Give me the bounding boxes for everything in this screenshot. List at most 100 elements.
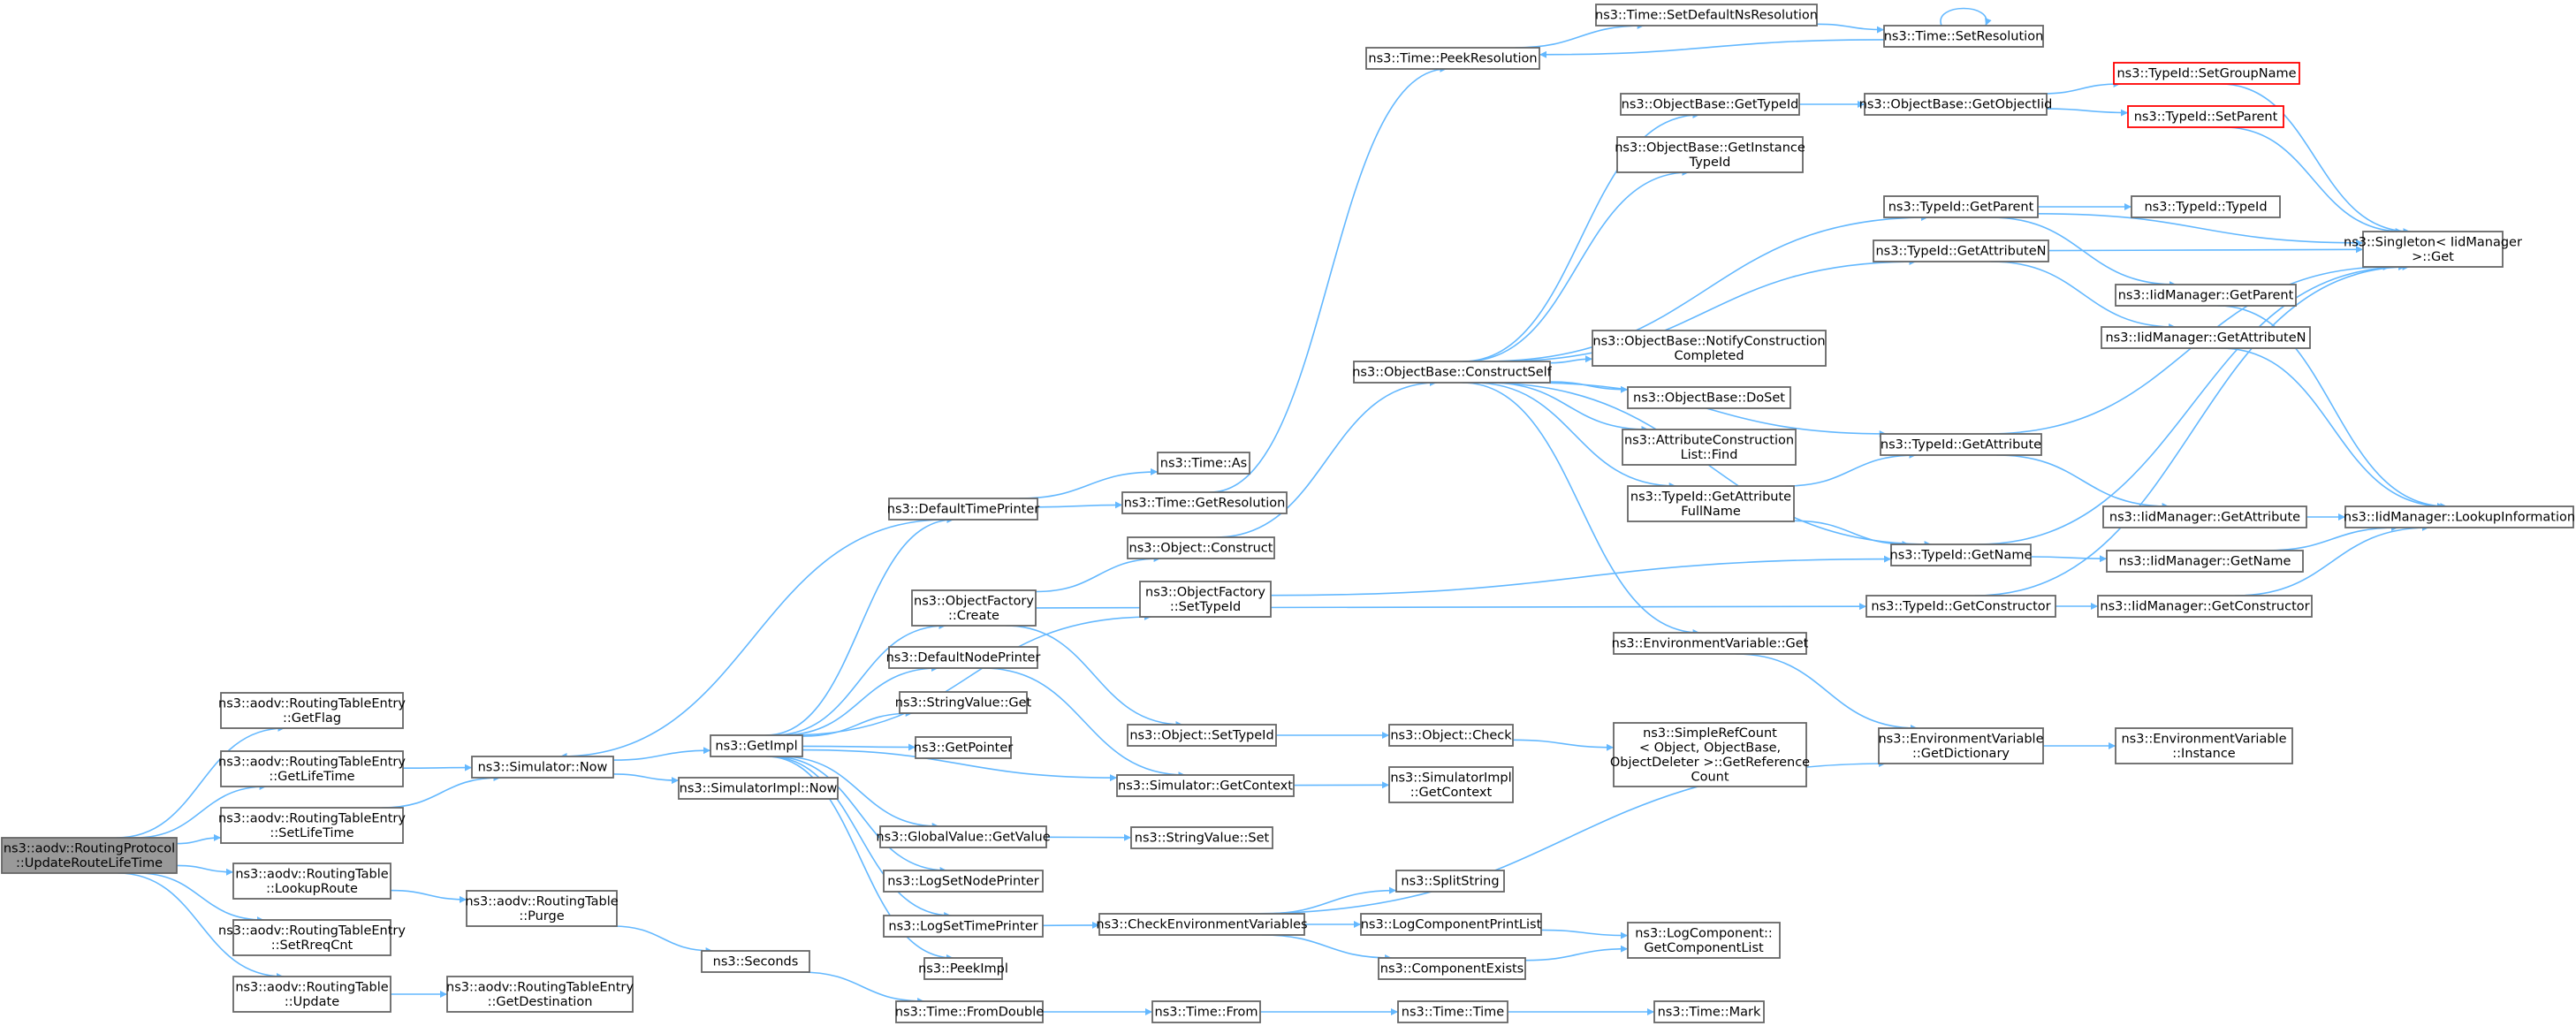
node-purge[interactable]: ns3::aodv::RoutingTable::Purge: [465, 890, 619, 927]
node-lookuproute[interactable]: ns3::aodv::RoutingTable::LookupRoute: [232, 863, 391, 900]
node-getdestination[interactable]: ns3::aodv::RoutingTableEntry::GetDestina…: [446, 976, 634, 1013]
node-simimplnow[interactable]: ns3::SimulatorImpl::Now: [678, 777, 839, 800]
node-iidgetname[interactable]: ns3::IidManager::GetName: [2106, 550, 2304, 573]
node-globalvaluegetvalue[interactable]: ns3::GlobalValue::GetValue: [876, 825, 1051, 848]
edge-obgetobjectiid-to-tidsetparent: [2046, 108, 2129, 117]
node-splitstring[interactable]: ns3::SplitString: [1395, 870, 1505, 893]
node-box: [1864, 93, 2048, 116]
edge-getimpl-to-globalvaluegetvalue: [780, 756, 939, 830]
node-tidgetattributen[interactable]: ns3::TypeId::GetAttributeN: [1873, 239, 2049, 262]
edge-objectcheck-to-simplerefcount: [1512, 739, 1615, 751]
node-label: ns3::ObjectBase::GetInstance: [1615, 141, 1805, 155]
edge-objectconstruct-to-constructself: [1216, 379, 1437, 538]
node-constructself[interactable]: ns3::ObjectBase::ConstructSelf: [1352, 361, 1553, 384]
edge-now-to-getimpl: [612, 747, 711, 761]
node-box: [1353, 361, 1551, 384]
node-iidgetconstructor[interactable]: ns3::IidManager::GetConstructor: [2097, 595, 2313, 618]
node-box: [2344, 505, 2574, 528]
edge-setlifetime-to-now: [382, 774, 501, 809]
node-root[interactable]: ns3::aodv::RoutingProtocol::UpdateRouteL…: [1, 837, 178, 874]
node-timepeekresolution[interactable]: ns3::Time::PeekResolution: [1365, 47, 1540, 70]
node-box: [1613, 722, 1807, 787]
node-obgettypeid[interactable]: ns3::ObjectBase::GetTypeId: [1620, 93, 1800, 116]
node-stringvalueget[interactable]: ns3::StringValue::Get: [895, 691, 1032, 714]
node-getpointer[interactable]: ns3::GetPointer: [914, 736, 1014, 759]
node-label: ::SetTypeId: [1170, 600, 1241, 614]
node-setrreqcnt[interactable]: ns3::aodv::RoutingTableEntry::SetRreqCnt: [218, 919, 406, 956]
node-setdefaultnsres[interactable]: ns3::Time::SetDefaultNsResolution: [1595, 4, 1818, 27]
node-label: ns3::ComponentExists: [1380, 962, 1524, 977]
node-box: [220, 692, 404, 729]
node-timesetresolution[interactable]: ns3::Time::SetResolution: [1883, 25, 2044, 48]
node-box: [1880, 433, 2042, 456]
node-tidsetgroupname[interactable]: ns3::TypeId::SetGroupName: [2113, 62, 2300, 85]
node-getimpl[interactable]: ns3::GetImpl: [710, 734, 803, 757]
node-logcomponentprintlist[interactable]: ns3::LogComponentPrintList: [1360, 913, 1542, 936]
node-tidtypeid[interactable]: ns3::TypeId::TypeId: [2131, 195, 2281, 218]
node-tidgetattribute[interactable]: ns3::TypeId::GetAttribute: [1880, 433, 2042, 456]
edge-constructself-to-tidgetattributefullname: [1472, 382, 1676, 490]
edge-tidgetattributefullname-to-tidgetname: [1793, 520, 1910, 548]
edge-getimpl-to-stringvalueget: [802, 710, 913, 737]
node-defaulttimeprinter[interactable]: ns3::DefaultTimePrinter: [887, 498, 1039, 521]
node-envget[interactable]: ns3::EnvironmentVariable::Get: [1612, 632, 1809, 655]
edge-constructself-to-obgetinstancetypeid: [1464, 169, 1690, 362]
node-tidgetconstructor[interactable]: ns3::TypeId::GetConstructor: [1866, 595, 2056, 618]
node-componentexists[interactable]: ns3::ComponentExists: [1378, 957, 1526, 980]
edge-now-to-simimplnow: [612, 773, 680, 785]
node-getflag[interactable]: ns3::aodv::RoutingTableEntry::GetFlag: [218, 692, 406, 729]
node-iidgetparent[interactable]: ns3::IidManager::GetParent: [2115, 284, 2297, 307]
edge-objectfactorysettypeid-to-tidgetname: [1270, 555, 1892, 597]
node-label: ns3::Object::Construct: [1129, 542, 1273, 556]
node-timefromdouble[interactable]: ns3::Time::FromDouble: [895, 1000, 1044, 1023]
node-timefrom[interactable]: ns3::Time::From: [1151, 1000, 1261, 1023]
node-simplerefcount[interactable]: ns3::SimpleRefCount< Object, ObjectBase,…: [1610, 722, 1810, 787]
node-tidgetname[interactable]: ns3::TypeId::GetName: [1890, 543, 2033, 566]
node-logcompgetlist[interactable]: ns3::LogComponent::GetComponentList: [1627, 922, 1781, 959]
node-box: [466, 890, 618, 927]
node-logsetnodeprinter[interactable]: ns3::LogSetNodePrinter: [883, 870, 1044, 893]
edge-tidsetparent-to-singletonget: [2223, 126, 2403, 235]
node-objectconstruct[interactable]: ns3::Object::Construct: [1127, 536, 1275, 559]
node-envinstance[interactable]: ns3::EnvironmentVariable::Instance: [2115, 727, 2293, 764]
node-timegetresolution[interactable]: ns3::Time::GetResolution: [1121, 491, 1288, 514]
node-objectfactorycreate[interactable]: ns3::ObjectFactory::Create: [911, 589, 1037, 627]
node-iidgetattributen[interactable]: ns3::IidManager::GetAttributeN: [2101, 326, 2311, 349]
node-now[interactable]: ns3::Simulator::Now: [471, 756, 614, 779]
node-tidgetparent[interactable]: ns3::TypeId::GetParent: [1883, 195, 2039, 218]
node-label: < Object, ObjectBase,: [1639, 741, 1781, 755]
node-timeas[interactable]: ns3::Time::As: [1157, 452, 1250, 475]
node-box: [220, 807, 404, 844]
node-logsettimeprinter[interactable]: ns3::LogSetTimePrinter: [883, 915, 1044, 938]
node-singletonget[interactable]: ns3::Singleton< IidManager>::Get: [2344, 231, 2522, 268]
node-objectcheck[interactable]: ns3::Object::Check: [1388, 724, 1514, 747]
node-box: [232, 863, 391, 900]
node-checkenv[interactable]: ns3::CheckEnvironmentVariables: [1096, 913, 1308, 936]
node-tidsetparent[interactable]: ns3::TypeId::SetParent: [2127, 105, 2284, 128]
node-simgetcontext[interactable]: ns3::Simulator::GetContext: [1116, 774, 1295, 797]
node-update[interactable]: ns3::aodv::RoutingTable::Update: [232, 976, 391, 1013]
node-timemark[interactable]: ns3::Time::Mark: [1653, 1000, 1765, 1023]
node-obdoset[interactable]: ns3::ObjectBase::DoSet: [1627, 386, 1791, 409]
node-envgetdictionary[interactable]: ns3::EnvironmentVariable::GetDictionary: [1878, 727, 2044, 764]
node-peekimpl[interactable]: ns3::PeekImpl: [918, 957, 1008, 980]
node-timetime[interactable]: ns3::Time::Time: [1397, 1000, 1508, 1023]
node-label: ns3::TypeId::GetAttributeN: [1875, 245, 2046, 259]
edge-defaultnodeprinter-to-simgetcontext: [983, 667, 1186, 779]
node-getlifetime[interactable]: ns3::aodv::RoutingTableEntry::GetLifeTim…: [218, 750, 406, 787]
node-obgetobjectiid[interactable]: ns3::ObjectBase::GetObjectIid: [1859, 93, 2053, 116]
node-iidlookup[interactable]: ns3::IidManager::LookupInformation: [2344, 505, 2575, 528]
node-simimplgetcontext[interactable]: ns3::SimulatorImpl::GetContext: [1388, 766, 1514, 803]
node-iidgetattribute[interactable]: ns3::IidManager::GetAttribute: [2102, 505, 2307, 528]
node-defaultnodeprinter[interactable]: ns3::DefaultNodePrinter: [886, 646, 1041, 669]
node-objectsettypeid[interactable]: ns3::Object::SetTypeId: [1127, 724, 1277, 747]
node-label: ::GetFlag: [283, 711, 341, 726]
node-objectfactorysettypeid[interactable]: ns3::ObjectFactory::SetTypeId: [1139, 581, 1272, 618]
node-notifyconstruction[interactable]: ns3::ObjectBase::NotifyConstructionCompl…: [1592, 330, 1827, 367]
node-setlifetime[interactable]: ns3::aodv::RoutingTableEntry::SetLifeTim…: [218, 807, 406, 844]
node-stringvalueset[interactable]: ns3::StringValue::Set: [1130, 826, 1273, 849]
node-seconds[interactable]: ns3::Seconds: [701, 950, 810, 973]
